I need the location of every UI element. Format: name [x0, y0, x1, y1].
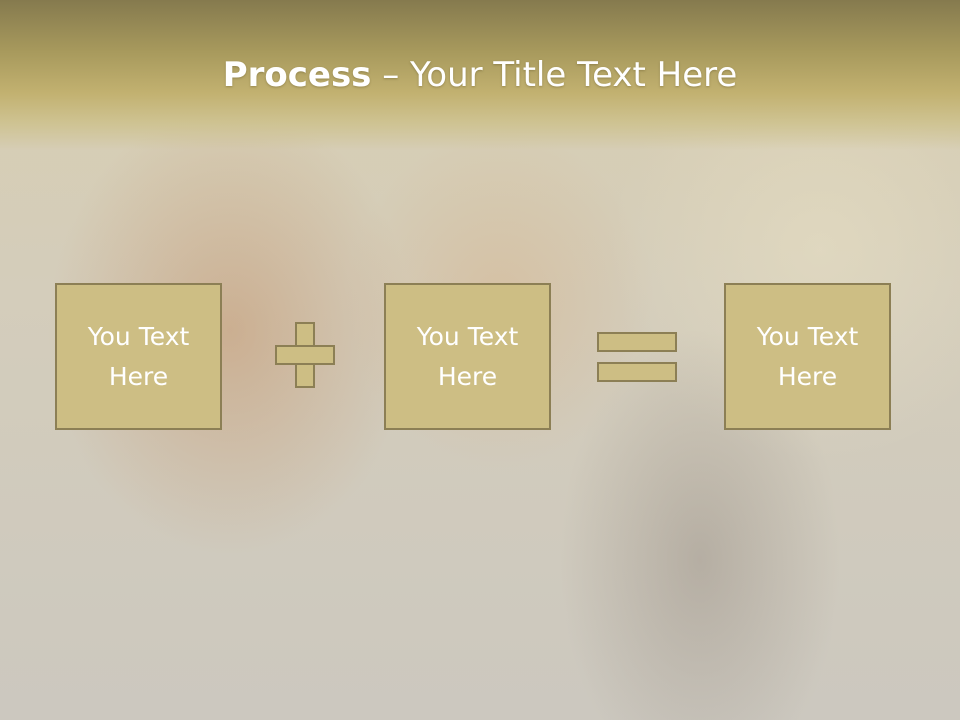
- text-box-1-label: You Text Here: [87, 321, 190, 391]
- equals-icon: [597, 332, 677, 384]
- text-box-2-label: You Text Here: [416, 321, 519, 391]
- title-bar: [0, 0, 960, 150]
- text-box-3[interactable]: You Text Here: [724, 283, 891, 430]
- title-strong: Process: [222, 55, 372, 95]
- slide-title: Process – Your Title Text Here: [0, 52, 960, 98]
- text-box-3-label: You Text Here: [756, 321, 859, 391]
- text-box-2[interactable]: You Text Here: [384, 283, 551, 430]
- text-box-1[interactable]: You Text Here: [55, 283, 222, 430]
- title-rest: – Your Title Text Here: [371, 55, 738, 95]
- plus-icon: [275, 322, 335, 388]
